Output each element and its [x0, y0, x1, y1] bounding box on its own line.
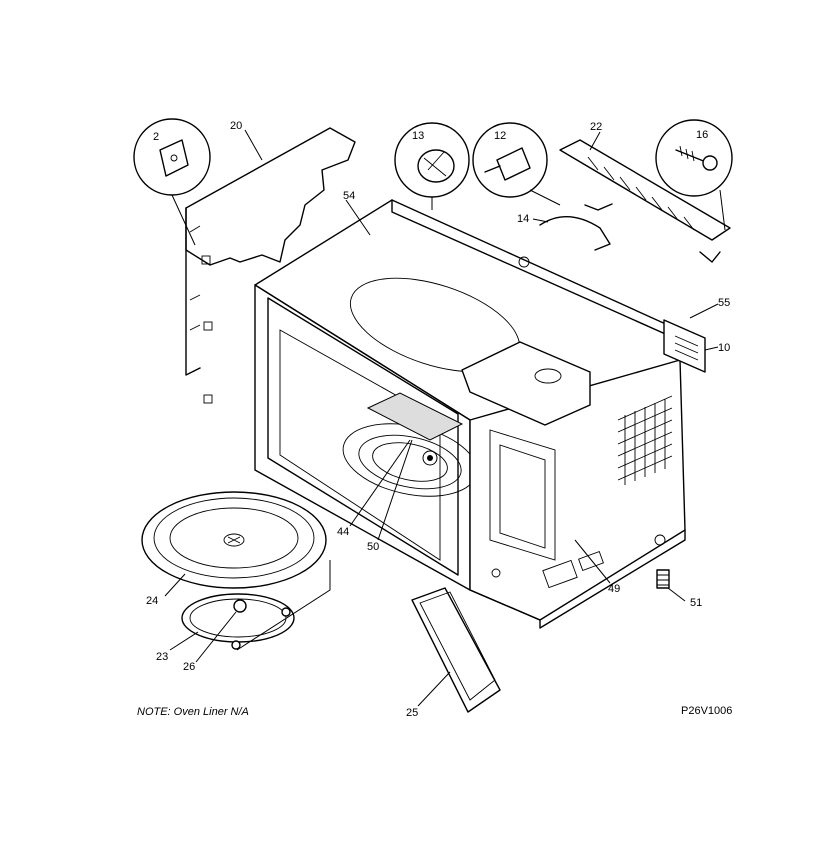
roller-ring-part-23	[181, 593, 295, 650]
outer-cover-part-20	[185, 127, 356, 404]
label-44: 44	[337, 526, 349, 538]
label-12: 12	[494, 130, 506, 142]
duct-part-25	[411, 587, 501, 713]
label-55: 55	[718, 297, 730, 309]
hinge-bar-part-22	[559, 139, 731, 263]
latch-spring-part-14	[539, 203, 613, 251]
part-labels: 2 20 54 13 12 22 16 14 55 10 44 50 49 51…	[146, 120, 730, 719]
oven-cavity-frame	[254, 199, 691, 629]
waveguide-cover-part-44	[366, 392, 464, 466]
label-24: 24	[146, 595, 158, 607]
label-49: 49	[608, 583, 620, 595]
label-16: 16	[696, 129, 708, 141]
label-10: 10	[718, 342, 730, 354]
callout-circle-part-2	[133, 118, 211, 246]
label-51: 51	[690, 597, 702, 609]
label-20: 20	[230, 120, 242, 132]
nameplate-part-10	[663, 319, 706, 373]
label-25: 25	[406, 707, 418, 719]
label-23: 23	[156, 651, 168, 663]
callout-circle-part-16	[655, 119, 733, 231]
label-54: 54	[343, 190, 355, 202]
label-14: 14	[517, 213, 529, 225]
leader-lines	[164, 129, 719, 707]
callout-circle-part-13	[394, 122, 470, 210]
label-13: 13	[412, 130, 424, 142]
label-26: 26	[183, 661, 195, 673]
callout-circle-part-12	[472, 122, 561, 206]
foot-part-51	[656, 569, 670, 589]
label-2: 2	[153, 131, 159, 143]
turntable-glass-part-24	[141, 491, 327, 589]
label-50: 50	[367, 541, 379, 553]
oven-liner-note: NOTE: Oven Liner N/A	[137, 706, 249, 718]
label-22: 22	[590, 121, 602, 133]
drawing-code: P26V1006	[681, 705, 733, 717]
